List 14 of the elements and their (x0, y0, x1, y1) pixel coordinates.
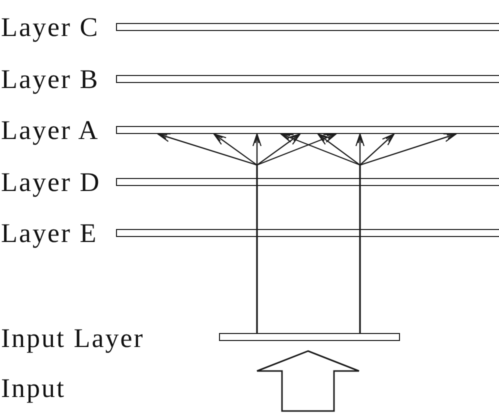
input-label: Input (1, 373, 66, 403)
layer-label: Layer A (1, 115, 100, 145)
block-arrow (256, 350, 360, 412)
layer-label: Input Layer (1, 323, 144, 353)
layer-bar (116, 23, 499, 31)
layer-bar (116, 75, 499, 83)
layer-label: Layer D (1, 167, 101, 197)
layer-label: Layer C (1, 12, 100, 42)
layer-label: Layer B (1, 64, 100, 94)
layer-bar (116, 229, 499, 237)
layer-bar (116, 178, 499, 186)
layer-label: Layer E (1, 218, 98, 248)
layer-bar (116, 126, 499, 134)
layer-bar (219, 333, 400, 341)
